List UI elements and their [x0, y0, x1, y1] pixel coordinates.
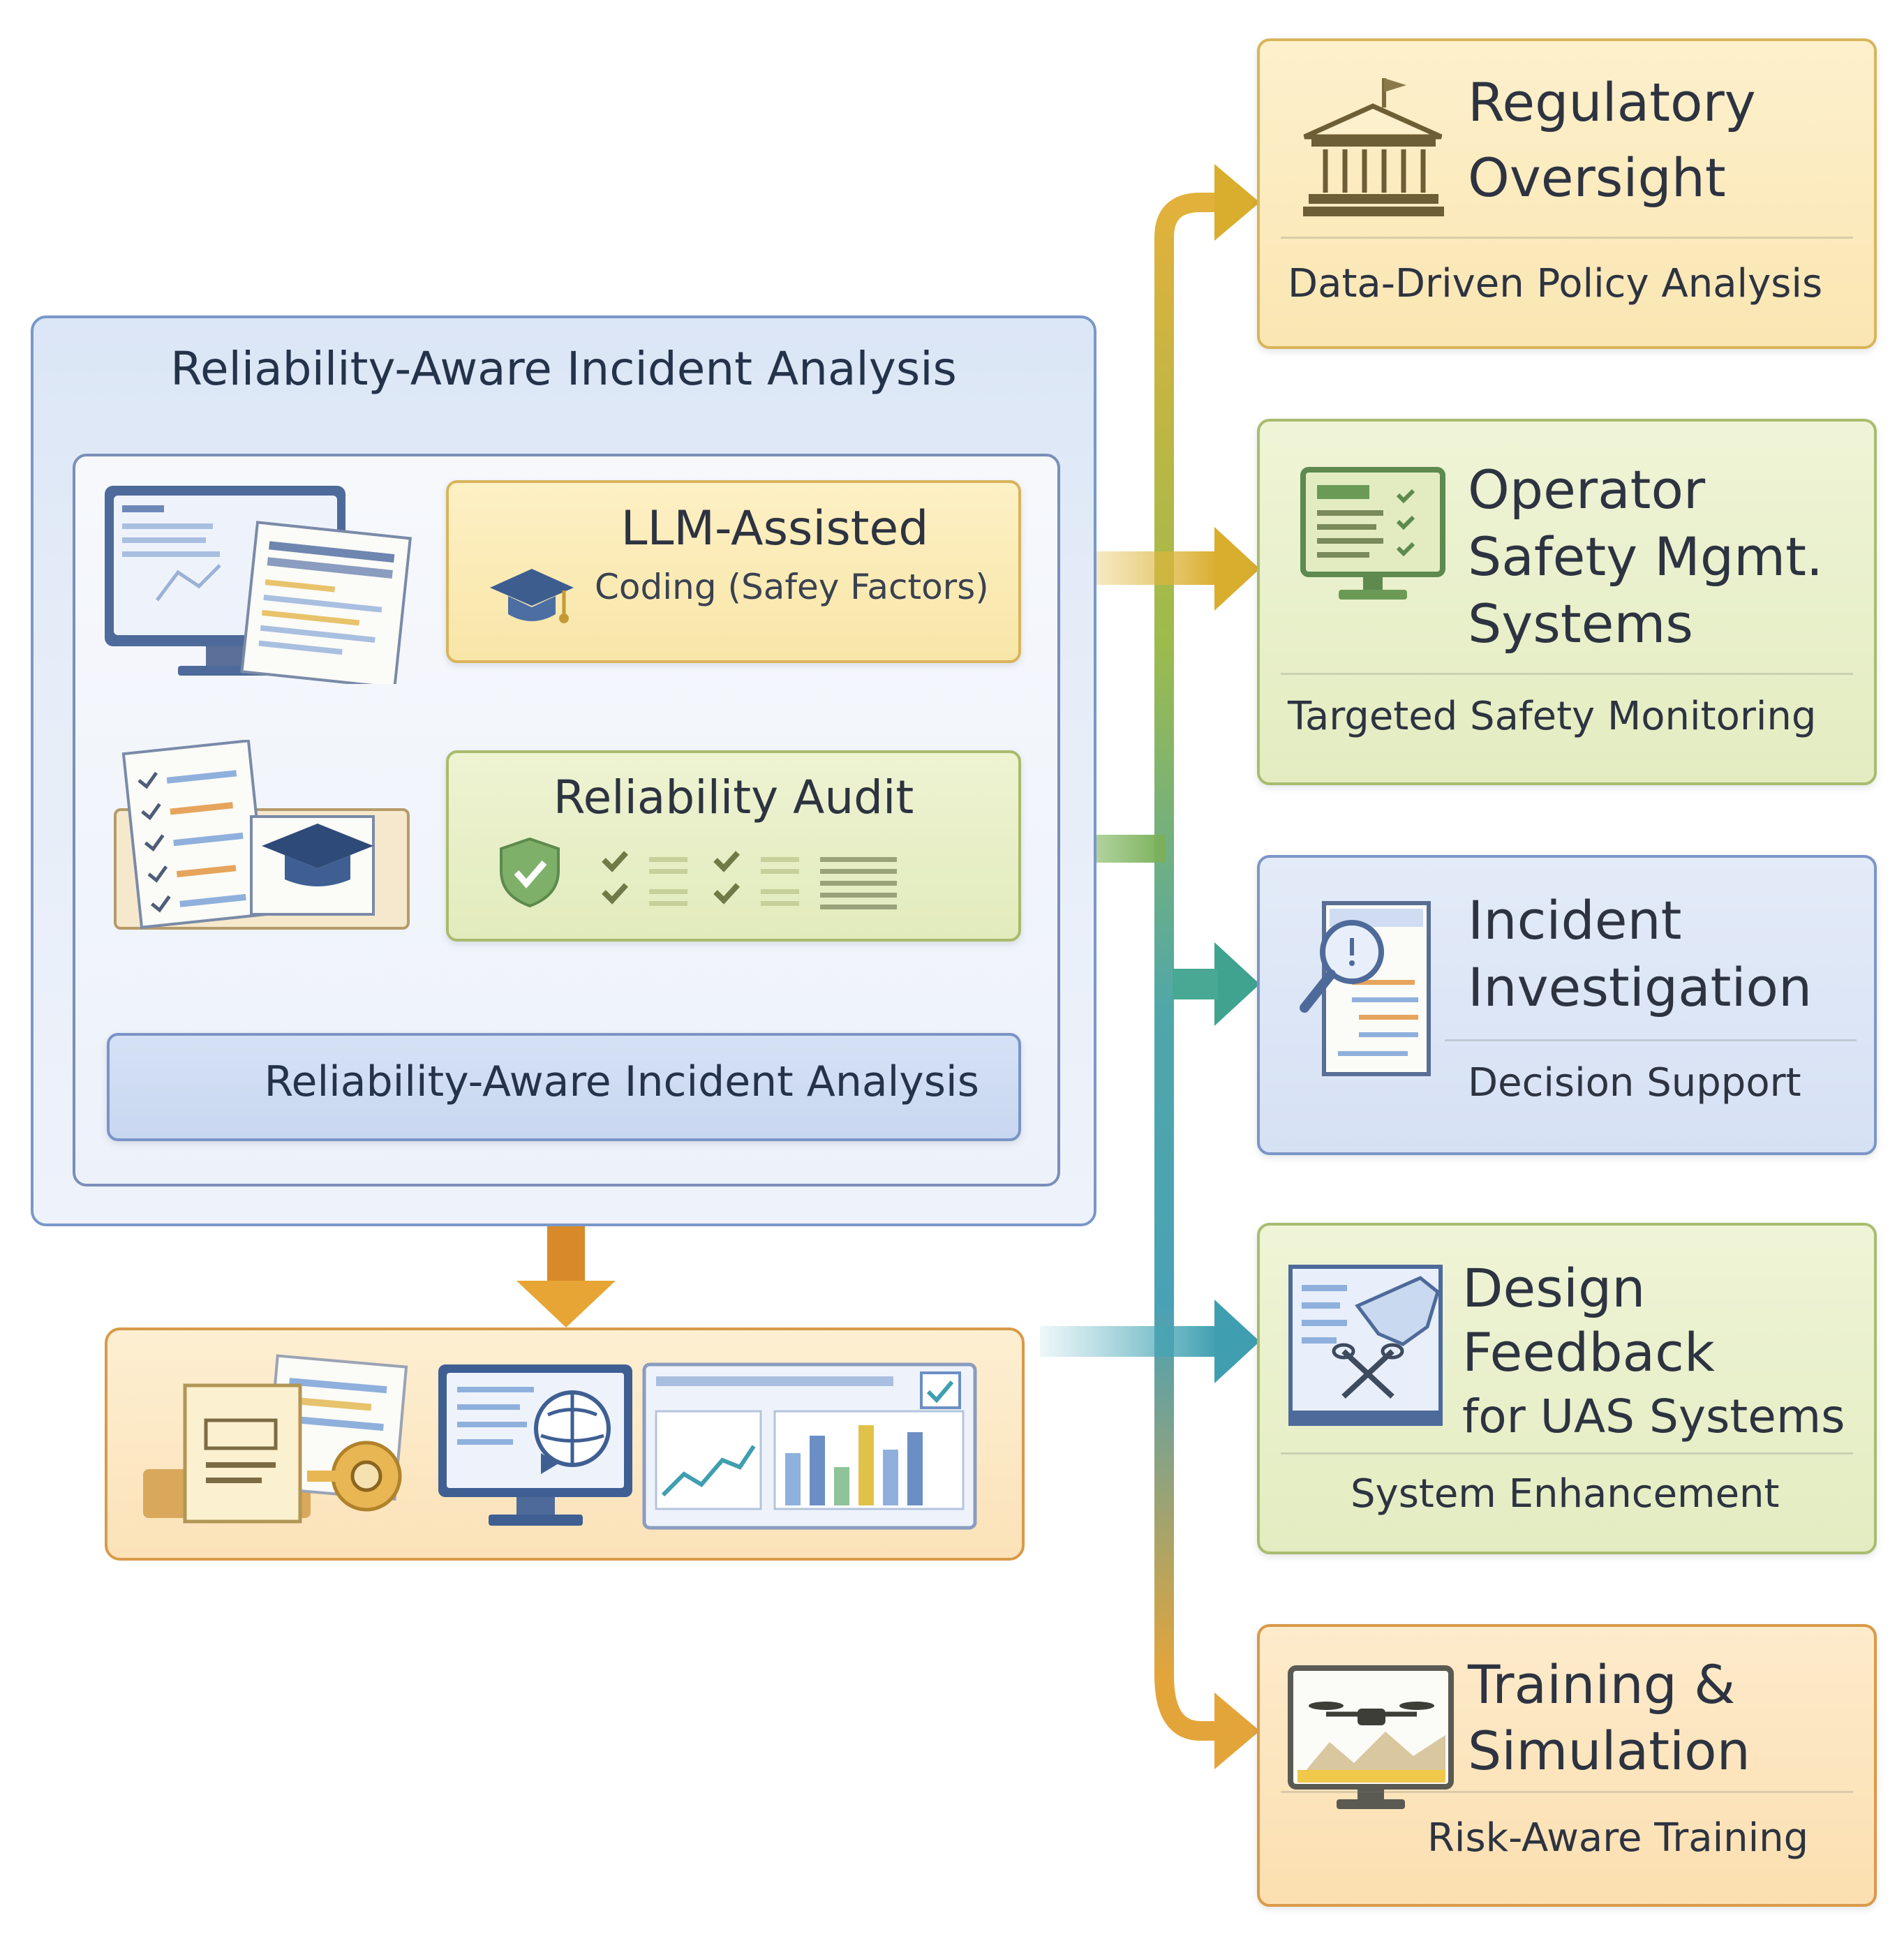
card-incident-investigation: Incident Investigation Decision Support	[1257, 855, 1877, 1155]
magnifier-document-icon	[1300, 901, 1431, 1076]
graduation-cap-icon	[490, 569, 574, 623]
drone-monitor-icon	[1288, 1665, 1454, 1809]
llm-coding-stage	[446, 480, 1021, 663]
audit-stage-title: Reliability Audit	[553, 771, 914, 824]
monitor-documents-icon	[105, 486, 412, 684]
card-title-line: Regulatory	[1468, 71, 1756, 133]
card-title-line: Safety Mgmt.	[1468, 526, 1824, 588]
audit-checklist-icon	[602, 851, 897, 909]
analysis-output-label: Reliability-Aware Incident Analysis	[264, 1057, 979, 1106]
shield-check-icon	[500, 837, 560, 908]
card-divider	[1281, 1791, 1853, 1793]
arrow-to-training	[1214, 1693, 1260, 1769]
card-training-simulation: Training & Simulation Risk-Aware Trainin…	[1257, 1624, 1877, 1907]
design-tool-icon	[1288, 1265, 1443, 1426]
card-operator-safety: Operator Safety Mgmt. Systems Targeted S…	[1257, 419, 1877, 785]
card-divider	[1281, 1452, 1853, 1455]
llm-stage-title: LLM-Assisted	[620, 501, 929, 556]
card-title-line: for UAS Systems	[1462, 1390, 1845, 1443]
card-design-feedback: Design Feedback for UAS Systems System E…	[1257, 1223, 1877, 1554]
main-title: Reliability-Aware Incident Analysis	[170, 342, 957, 396]
arrow-to-operator	[1214, 527, 1260, 611]
card-title-line: Training &	[1468, 1653, 1736, 1716]
card-subtitle: Risk-Aware Training	[1427, 1815, 1809, 1861]
dashboard-chart-icon	[642, 1362, 977, 1530]
monitor-checklist-icon	[1300, 467, 1445, 600]
card-title-line: Incident	[1468, 889, 1682, 951]
card-divider	[1281, 237, 1853, 239]
card-title-line: Oversight	[1468, 147, 1726, 209]
card-regulatory-oversight: Regulatory Oversight Data-Driven Policy …	[1257, 38, 1877, 349]
monitor-globe-icon	[438, 1364, 632, 1526]
arrow-to-incident	[1214, 942, 1260, 1026]
card-title-line: Investigation	[1468, 956, 1813, 1018]
card-divider	[1445, 1039, 1857, 1041]
arrow-to-design	[1214, 1300, 1260, 1383]
card-subtitle: Data-Driven Policy Analysis	[1288, 261, 1823, 306]
card-subtitle: Targeted Safety Monitoring	[1288, 694, 1817, 739]
card-subtitle: System Enhancement	[1351, 1471, 1780, 1517]
card-title-line: Simulation	[1468, 1720, 1750, 1782]
card-title-line: Feedback	[1462, 1321, 1715, 1383]
arrow-to-regulatory	[1214, 164, 1260, 241]
card-title-line: Systems	[1468, 593, 1693, 655]
courthouse-icon	[1303, 78, 1444, 216]
card-divider	[1281, 673, 1853, 675]
card-title-line: Operator	[1468, 459, 1706, 521]
llm-stage-subtitle: Coding (Safey Factors)	[595, 567, 989, 607]
checklist-documents-icon	[114, 740, 410, 930]
card-subtitle: Decision Support	[1468, 1060, 1801, 1106]
documents-key-icon	[143, 1354, 408, 1524]
card-title-line: Design	[1462, 1257, 1646, 1319]
incident-analysis-output	[107, 1033, 1021, 1141]
